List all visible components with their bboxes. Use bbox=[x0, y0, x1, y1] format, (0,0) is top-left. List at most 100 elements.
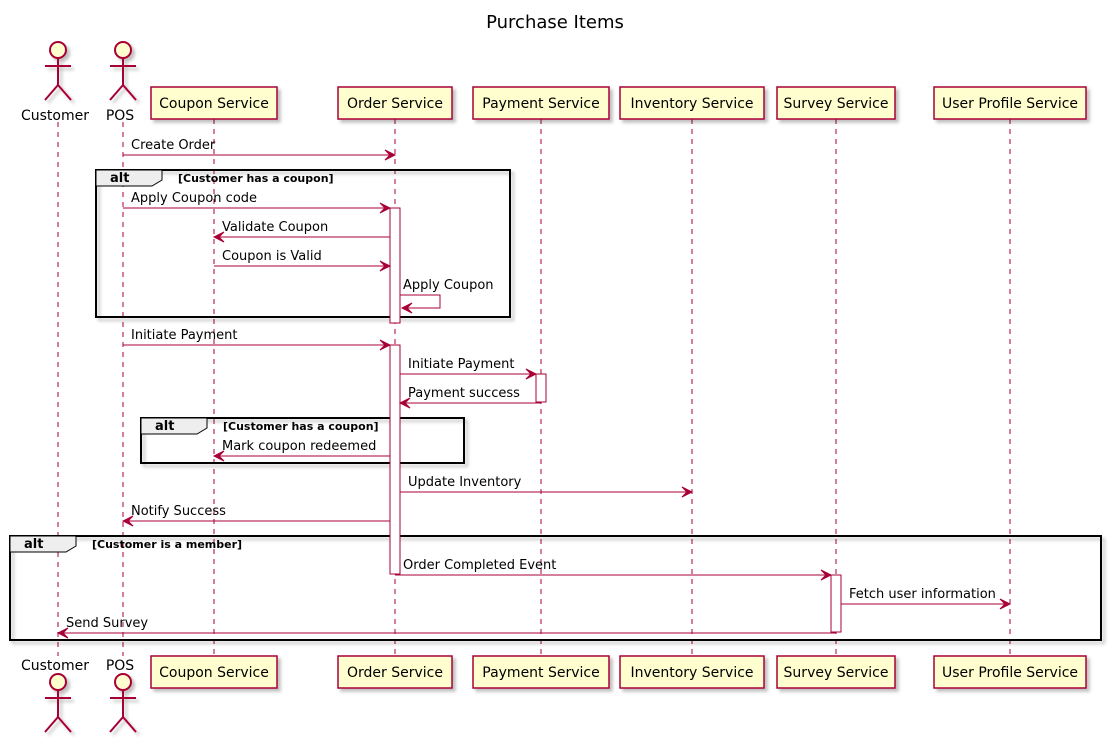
message: Validate Coupon bbox=[212, 220, 390, 243]
fragment-condition: [Customer is a member] bbox=[92, 538, 242, 551]
message-label: Payment success bbox=[408, 386, 520, 401]
actor-icon bbox=[44, 673, 72, 733]
actor-icon bbox=[44, 41, 72, 101]
participant-label: Inventory Service bbox=[630, 96, 753, 112]
participant-label: Payment Service bbox=[482, 96, 599, 112]
arrow-head bbox=[56, 627, 69, 639]
participant-payment: Payment Service bbox=[472, 655, 610, 689]
participant-label: Order Service bbox=[347, 96, 443, 112]
activation-bar-order bbox=[389, 344, 401, 575]
participant-box bbox=[472, 86, 610, 120]
fragment-condition: [Customer has a coupon] bbox=[223, 420, 379, 433]
message: Send Survey bbox=[56, 616, 836, 639]
message: Payment success bbox=[398, 386, 541, 409]
arrow-head bbox=[400, 302, 413, 314]
arrow-head bbox=[379, 260, 392, 272]
message: Order Completed Event bbox=[395, 558, 833, 581]
message-label: Initiate Payment bbox=[408, 357, 515, 372]
actor-customer: Customer bbox=[21, 658, 89, 733]
participant-coupon: Coupon Service bbox=[150, 86, 278, 120]
message: Initiate Payment bbox=[400, 357, 538, 380]
participant-box bbox=[337, 86, 453, 120]
participant-order: Order Service bbox=[337, 655, 453, 689]
activation-bar-order bbox=[389, 207, 401, 324]
actor-label: Customer bbox=[21, 108, 89, 124]
participant-box bbox=[619, 655, 765, 689]
participant-label: Payment Service bbox=[482, 665, 599, 681]
arrow-head bbox=[681, 486, 694, 498]
participants-top: Customer POS Coupon Service Order Service Pa… bbox=[21, 41, 1087, 124]
participant-label: User Profile Service bbox=[942, 96, 1078, 112]
message: Notify Success bbox=[121, 504, 390, 527]
message-label: Validate Coupon bbox=[222, 220, 328, 235]
message-label: Notify Success bbox=[131, 504, 226, 519]
arrow-head bbox=[525, 368, 538, 380]
participant-box bbox=[933, 655, 1087, 689]
message: Apply Coupon bbox=[400, 278, 494, 314]
actor-icon bbox=[109, 673, 137, 733]
alt-fragment: alt [Customer has a coupon] bbox=[95, 169, 511, 318]
alt-fragment: alt [Customer has a coupon] bbox=[140, 417, 465, 464]
message-label: Send Survey bbox=[66, 616, 148, 631]
message-label: Order Completed Event bbox=[403, 558, 556, 573]
message-label: Mark coupon redeemed bbox=[222, 439, 376, 454]
diagram-title: Purchase Items bbox=[486, 12, 624, 33]
message: Apply Coupon code bbox=[123, 191, 392, 214]
participant-order: Order Service bbox=[337, 86, 453, 120]
alt-fragment: alt [Customer is a member] bbox=[9, 535, 1102, 641]
participant-label: Survey Service bbox=[784, 96, 889, 112]
participant-inventory: Inventory Service bbox=[619, 86, 765, 120]
fragment-keyword: alt bbox=[110, 171, 129, 186]
participant-box bbox=[150, 86, 278, 120]
message-label: Initiate Payment bbox=[131, 328, 238, 343]
participant-profile: User Profile Service bbox=[933, 86, 1087, 120]
message: Create Order bbox=[123, 138, 397, 161]
participant-label: Coupon Service bbox=[159, 96, 269, 112]
actor-customer: Customer bbox=[21, 41, 89, 124]
participant-label: Coupon Service bbox=[159, 665, 269, 681]
arrow-head bbox=[121, 515, 134, 527]
participant-box bbox=[337, 655, 453, 689]
actor-label: Customer bbox=[21, 658, 89, 674]
arrow-head bbox=[820, 569, 833, 581]
participant-box bbox=[776, 86, 896, 120]
fragment-keyword: alt bbox=[155, 419, 174, 434]
participants-bottom: Customer POS Coupon Service Order Service Pa… bbox=[21, 655, 1087, 733]
fragment-keyword: alt bbox=[24, 537, 43, 552]
message: Mark coupon redeemed bbox=[212, 439, 390, 462]
arrow-head bbox=[212, 231, 225, 243]
arrow-head bbox=[398, 397, 411, 409]
arrow-head bbox=[212, 450, 225, 462]
participant-label: Inventory Service bbox=[630, 665, 753, 681]
message: Fetch user information bbox=[841, 587, 1012, 610]
fragment-frames: alt [Customer has a coupon] alt [Customer h… bbox=[9, 169, 1102, 641]
fragment-frame bbox=[95, 169, 511, 318]
message-label: Create Order bbox=[131, 138, 216, 153]
actor-icon bbox=[109, 41, 137, 101]
participant-coupon: Coupon Service bbox=[150, 655, 278, 689]
self-message-line bbox=[400, 294, 441, 309]
actor-label: POS bbox=[106, 658, 134, 674]
message-label: Apply Coupon bbox=[403, 278, 494, 293]
fragment-frame bbox=[140, 417, 465, 464]
lifelines bbox=[57, 119, 1011, 656]
participant-box bbox=[472, 655, 610, 689]
fragment-tab bbox=[9, 535, 77, 553]
arrow-head bbox=[379, 202, 392, 214]
participant-box bbox=[776, 655, 896, 689]
participant-payment: Payment Service bbox=[472, 86, 610, 120]
participant-box bbox=[619, 86, 765, 120]
message-label: Update Inventory bbox=[408, 475, 522, 490]
arrow-head bbox=[999, 598, 1012, 610]
fragment-condition: [Customer has a coupon] bbox=[178, 172, 334, 185]
participant-box bbox=[933, 86, 1087, 120]
actor-label: POS bbox=[106, 108, 134, 124]
message: Coupon is Valid bbox=[214, 249, 392, 272]
participant-label: User Profile Service bbox=[942, 665, 1078, 681]
participant-inventory: Inventory Service bbox=[619, 655, 765, 689]
participant-box bbox=[150, 655, 278, 689]
actor-pos: POS bbox=[106, 658, 137, 733]
actor-pos: POS bbox=[106, 41, 137, 124]
participant-survey: Survey Service bbox=[776, 86, 896, 120]
